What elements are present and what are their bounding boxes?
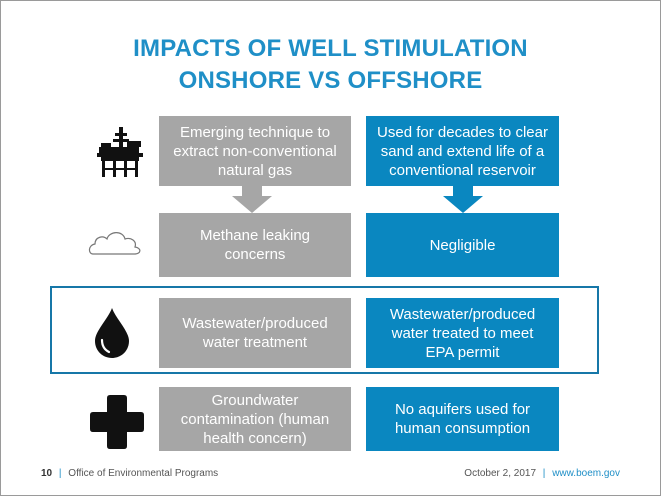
footer-right: October 2, 2017 | www.boem.gov: [464, 467, 620, 481]
footer-left: 10 | Office of Environmental Programs: [41, 467, 218, 481]
offshore-platform-icon: [97, 127, 143, 177]
offshore-cell-technique: Used for decades to clear sand and exten…: [366, 116, 559, 186]
water-drop-icon: [95, 308, 129, 358]
footer-separator: |: [58, 468, 62, 479]
offshore-cell-groundwater: No aquifers used for human consumption: [366, 387, 559, 451]
down-arrow-offshore: [443, 186, 483, 213]
highlighted-row-frame: [50, 286, 599, 374]
onshore-cell-methane: Methane leaking concerns: [159, 213, 351, 277]
title-line-2: ONSHORE VS OFFSHORE: [178, 67, 483, 94]
onshore-cell-technique: Emerging technique to extract non-conven…: [159, 116, 351, 186]
onshore-cell-wastewater: Wastewater/produced water treatment: [159, 298, 351, 368]
website-link[interactable]: www.boem.gov: [552, 468, 620, 479]
footer-separator-right: |: [542, 468, 546, 479]
onshore-cell-groundwater: Groundwater contamination (human health …: [159, 387, 351, 451]
down-arrow-onshore: [232, 186, 272, 213]
offshore-cell-methane: Negligible: [366, 213, 559, 277]
page-number: 10: [41, 468, 53, 479]
offshore-cell-wastewater: Wastewater/produced water treated to mee…: [366, 298, 559, 368]
title-line-1: IMPACTS OF WELL STIMULATION: [133, 35, 528, 62]
slide-title: IMPACTS OF WELL STIMULATION ONSHORE VS O…: [1, 33, 660, 97]
office-name: Office of Environmental Programs: [68, 468, 219, 479]
health-cross-icon: [90, 395, 144, 449]
cloud-icon: [88, 232, 141, 255]
footer-date: October 2, 2017: [464, 468, 537, 479]
